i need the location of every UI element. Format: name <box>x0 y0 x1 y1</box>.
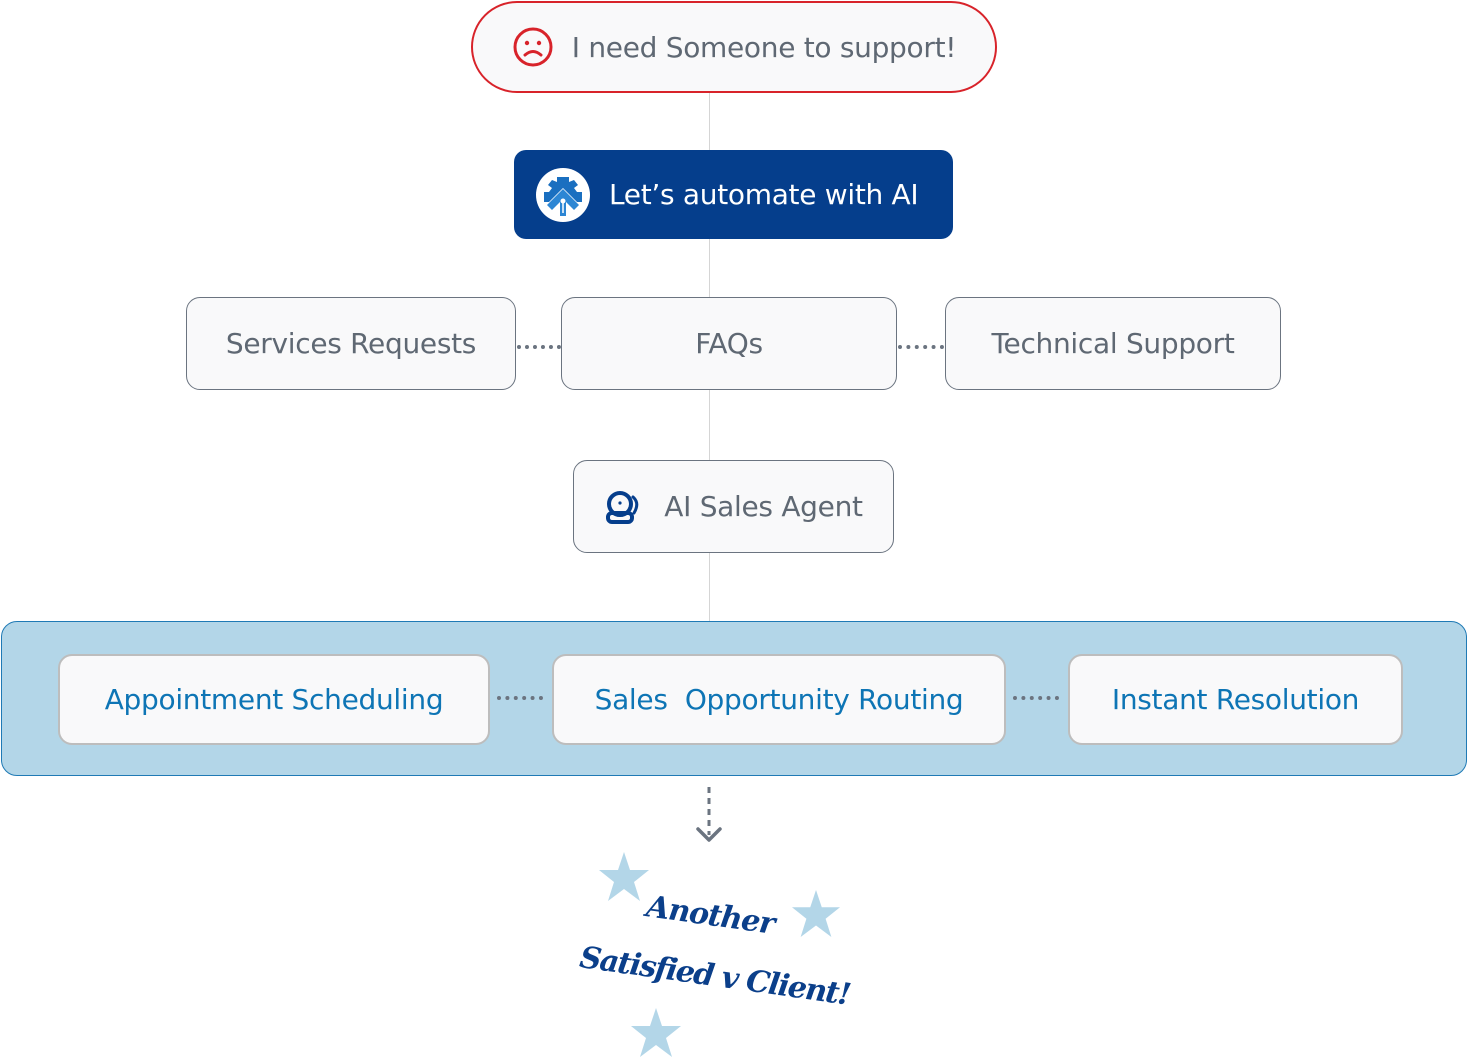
outcome-sales-opportunity-routing[interactable]: Sales Opportunity Routing <box>552 654 1006 745</box>
category-faqs[interactable]: FAQs <box>561 297 897 390</box>
ai-sales-agent-node[interactable]: AI Sales Agent <box>573 460 894 553</box>
category-technical-support[interactable]: Technical Support <box>945 297 1281 390</box>
problem-pill: I need Someone to support! <box>471 1 997 93</box>
connector-line <box>709 389 710 461</box>
result-line-1: Another <box>644 889 777 942</box>
star-icon <box>791 890 841 938</box>
gear-arrow-logo-icon <box>535 167 591 223</box>
outcome-label: Sales Opportunity Routing <box>594 683 964 716</box>
outcome-appointment-scheduling[interactable]: Appointment Scheduling <box>58 654 490 745</box>
star-icon <box>598 852 650 902</box>
outcome-label: Instant Resolution <box>1111 683 1360 716</box>
connector-line <box>709 92 710 152</box>
category-services-requests[interactable]: Services Requests <box>186 297 516 390</box>
sad-face-icon <box>512 26 554 68</box>
dotted-connector <box>1013 696 1059 700</box>
outcome-instant-resolution[interactable]: Instant Resolution <box>1068 654 1403 745</box>
problem-label: I need Someone to support! <box>571 30 957 64</box>
category-label: Technical Support <box>991 327 1235 360</box>
automate-label: Let’s automate with AI <box>609 178 919 211</box>
category-label: FAQs <box>695 327 763 360</box>
star-icon <box>630 1008 682 1058</box>
agent-label: AI Sales Agent <box>664 490 863 523</box>
bell-icon <box>604 489 642 525</box>
connector-line <box>709 238 710 298</box>
outcome-label: Appointment Scheduling <box>104 683 444 716</box>
automate-ai-button[interactable]: Let’s automate with AI <box>514 150 953 239</box>
dotted-connector <box>517 345 561 349</box>
dotted-connector <box>898 345 944 349</box>
result-line-2: Satisfied v Client! <box>577 940 852 1013</box>
connector-line <box>709 552 710 622</box>
dotted-connector <box>497 696 543 700</box>
category-label: Services Requests <box>225 327 477 360</box>
arrow-down-icon <box>694 785 724 847</box>
